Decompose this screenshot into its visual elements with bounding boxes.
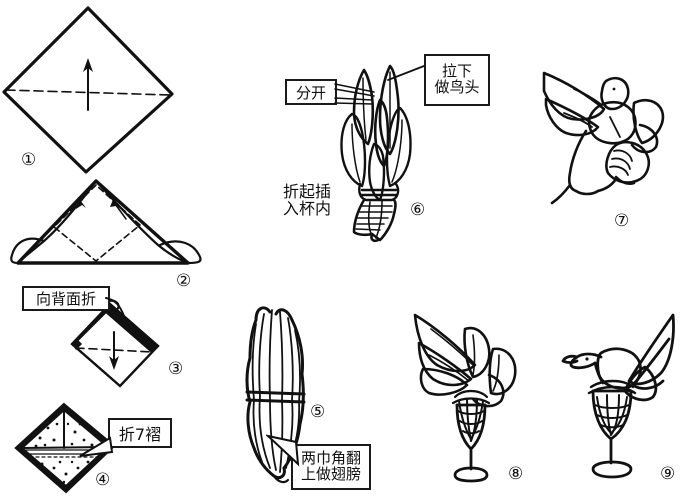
callout-fold-to-back: 向背面折 — [22, 286, 110, 311]
step-number-3: ③ — [168, 359, 184, 379]
callout-pull-down-bird-head-pointer — [387, 65, 425, 81]
callout-separate: 分开 — [285, 79, 337, 105]
step-number-7: ⑦ — [614, 211, 630, 231]
text-fold-insert-into-cup: 折起插 入杯内 — [283, 182, 332, 219]
callout-flip-corners-wings: 两巾角翻 上做翅膀 — [291, 444, 371, 490]
callout-seven-pleats-pointer — [79, 436, 114, 457]
step-number-9: ⑨ — [660, 464, 676, 484]
callout-flip-corners-wings-pointer — [266, 434, 300, 467]
figure-8-napkin-in-glass — [405, 305, 535, 485]
step-number-6: ⑥ — [410, 200, 426, 220]
callout-seven-pleats: 折7褶 — [108, 418, 172, 448]
figure-2-triangle-with-flaps — [8, 175, 208, 280]
figure-1-square-diamond — [0, 2, 220, 177]
figure-4-pleated-diamond — [12, 402, 122, 494]
step-number-2: ② — [176, 271, 192, 291]
figure-6-opened-petals — [330, 58, 425, 243]
step-number-4: ④ — [95, 470, 111, 490]
figure-5-pleated-bundle — [240, 296, 330, 486]
callout-pull-down-bird-head: 拉下 做鸟头 — [424, 54, 490, 106]
step-number-5: ⑤ — [310, 402, 326, 422]
figure-9-finished-bird-in-glass — [545, 305, 685, 485]
callout-separate-pointer — [334, 83, 375, 105]
figure-7-hand-holding-bird — [530, 55, 680, 210]
step-number-8: ⑧ — [508, 464, 524, 484]
callout-fold-to-back-pointer — [105, 297, 125, 317]
step-number-1: ① — [21, 150, 37, 170]
